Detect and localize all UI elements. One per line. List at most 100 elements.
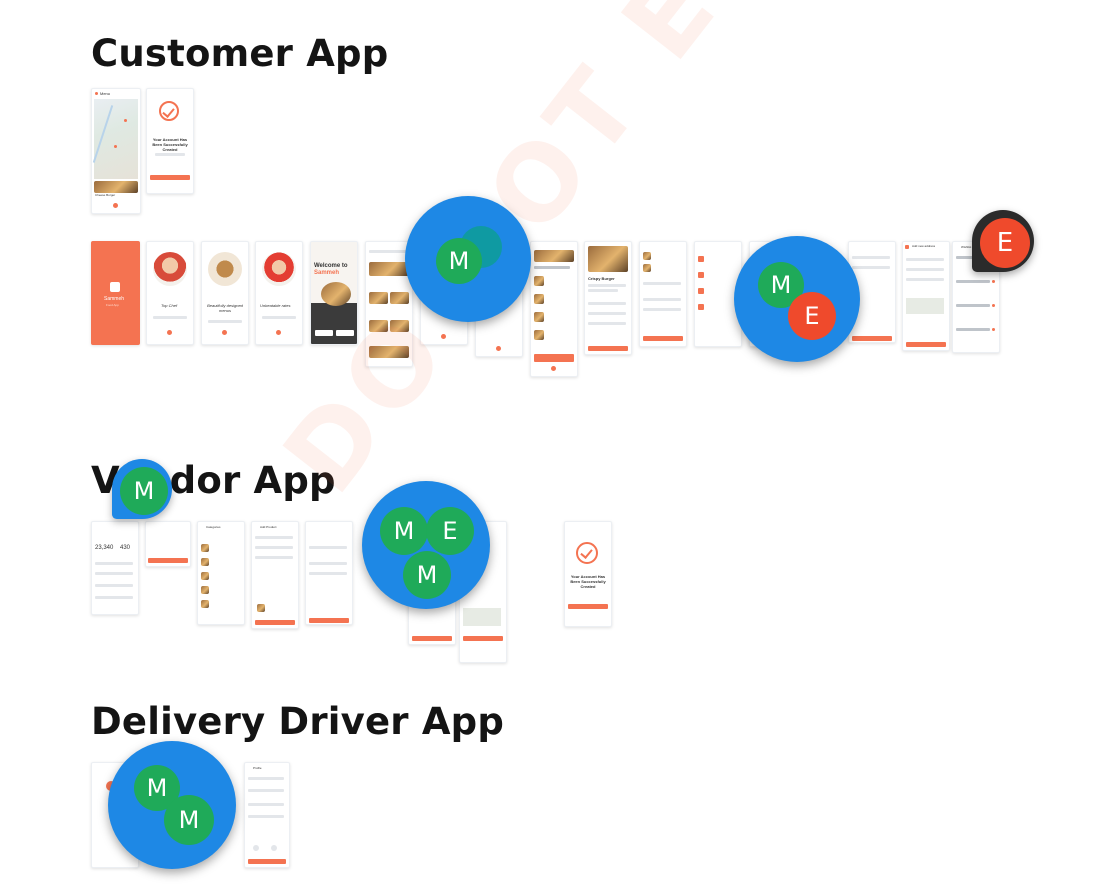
collaborator-cluster[interactable]: M M: [108, 741, 236, 869]
form-input[interactable]: [248, 815, 284, 818]
address-input[interactable]: [906, 278, 944, 281]
order-row[interactable]: [95, 572, 133, 575]
food-card-image[interactable]: [94, 181, 138, 193]
home-fab-icon[interactable]: [551, 366, 556, 371]
get-started-button[interactable]: [568, 604, 608, 609]
collaborator-cluster[interactable]: M E: [734, 236, 860, 362]
category-image[interactable]: [201, 600, 209, 608]
option-row[interactable]: [588, 302, 626, 305]
tab-bar[interactable]: [534, 266, 570, 269]
search-bar[interactable]: [369, 250, 409, 253]
form-input[interactable]: [248, 803, 284, 806]
customer-screen-cart: [639, 241, 687, 347]
map-view[interactable]: [92, 99, 138, 179]
map-preview[interactable]: [463, 608, 501, 626]
checkout-button[interactable]: [643, 336, 683, 341]
customer-app-title: Customer App: [91, 32, 389, 75]
address-row[interactable]: [852, 256, 890, 259]
product-input[interactable]: [255, 536, 293, 539]
next-button[interactable]: [167, 330, 172, 335]
collaborator-avatar-e[interactable]: E: [426, 507, 474, 555]
vendor-screen-add-product: Add Product: [251, 521, 299, 629]
address-row[interactable]: [852, 266, 890, 269]
add-to-cart-button[interactable]: [588, 346, 628, 351]
wishlist-row[interactable]: [956, 280, 990, 283]
address-input[interactable]: [906, 268, 944, 271]
collaborator-avatar-e[interactable]: E: [980, 218, 1030, 268]
track-button[interactable]: [463, 636, 503, 641]
checkout-bar[interactable]: [534, 354, 574, 362]
order-row[interactable]: [95, 562, 133, 565]
collaborator-cluster[interactable]: M: [405, 196, 531, 322]
wishlist-row[interactable]: [956, 328, 990, 331]
save-button[interactable]: [309, 618, 349, 623]
food-thumb[interactable]: [534, 330, 544, 340]
google-play-button[interactable]: [315, 330, 333, 336]
cart-item-image[interactable]: [643, 264, 651, 272]
back-icon[interactable]: [905, 245, 909, 249]
food-thumb[interactable]: [534, 294, 544, 304]
collaborator-avatar-m[interactable]: M: [380, 507, 428, 555]
onboarding-title: Top Chef: [161, 303, 178, 308]
home-fab-icon[interactable]: [496, 346, 501, 351]
home-fab-icon[interactable]: [441, 334, 446, 339]
option-row[interactable]: [588, 312, 626, 315]
submit-button[interactable]: [248, 859, 286, 864]
order-row[interactable]: [95, 584, 133, 587]
collaborator-avatar-m[interactable]: M: [403, 551, 451, 599]
save-product-button[interactable]: [255, 620, 295, 625]
banner-image[interactable]: [369, 262, 409, 276]
food-thumb[interactable]: [534, 312, 544, 322]
category-image[interactable]: [201, 572, 209, 580]
order-icon: [698, 256, 704, 262]
product-input[interactable]: [255, 556, 293, 559]
map-preview[interactable]: [906, 298, 944, 314]
product-image[interactable]: [257, 604, 265, 612]
food-thumb[interactable]: [534, 276, 544, 286]
add-address-button[interactable]: [852, 336, 892, 341]
collaborator-avatar-m[interactable]: M: [164, 795, 214, 845]
food-illustration: [208, 252, 242, 286]
category-image[interactable]: [201, 544, 209, 552]
form-input[interactable]: [248, 789, 284, 792]
heart-icon[interactable]: [992, 304, 995, 307]
heart-icon[interactable]: [992, 328, 995, 331]
food-card[interactable]: [369, 346, 409, 358]
category-image[interactable]: [201, 586, 209, 594]
collaborator-avatar-e[interactable]: E: [788, 292, 836, 340]
food-card[interactable]: [390, 320, 409, 332]
customer-screen-onboarding-3: Unbeatable rates: [255, 241, 303, 345]
app-store-button[interactable]: [336, 330, 354, 336]
collaborator-avatar-m[interactable]: M: [120, 467, 168, 515]
upload-icon[interactable]: [271, 845, 277, 851]
splash-tagline: Food App: [106, 303, 119, 307]
address-input[interactable]: [906, 258, 944, 261]
product-input[interactable]: [309, 546, 347, 549]
accept-button[interactable]: [148, 558, 188, 563]
home-fab-icon[interactable]: [113, 203, 118, 208]
cart-item-image[interactable]: [643, 252, 651, 260]
food-card[interactable]: [369, 320, 388, 332]
product-input[interactable]: [255, 546, 293, 549]
food-card[interactable]: [390, 292, 409, 304]
next-button[interactable]: [222, 330, 227, 335]
collaborator-avatar-m[interactable]: M: [436, 238, 482, 284]
confirm-button[interactable]: [412, 636, 452, 641]
customer-screen-map[interactable]: Menu Cheese Burger: [91, 88, 141, 214]
next-button[interactable]: [276, 330, 281, 335]
upload-icon[interactable]: [253, 845, 259, 851]
collaborator-cursor[interactable]: M: [112, 459, 172, 519]
product-input[interactable]: [309, 562, 347, 565]
category-image[interactable]: [201, 558, 209, 566]
product-input[interactable]: [309, 572, 347, 575]
order-row[interactable]: [95, 596, 133, 599]
get-started-button[interactable]: [150, 175, 190, 180]
wishlist-row[interactable]: [956, 304, 990, 307]
collaborator-cluster[interactable]: M E M: [362, 481, 490, 609]
option-row[interactable]: [588, 322, 626, 325]
heart-icon[interactable]: [992, 280, 995, 283]
form-input[interactable]: [248, 777, 284, 780]
collaborator-cursor[interactable]: E: [972, 210, 1034, 272]
save-address-button[interactable]: [906, 342, 946, 347]
food-card[interactable]: [369, 292, 388, 304]
